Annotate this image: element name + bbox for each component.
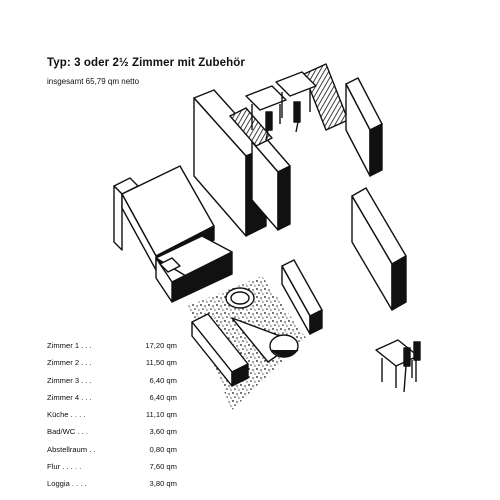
room-row: Küche . . . . 11,10 qm <box>47 406 177 423</box>
room-row: Zimmer 1 . . . 17,20 qm <box>47 337 177 354</box>
kitchen-table-pair <box>245 71 317 141</box>
room-label: Zimmer 3 . . . <box>47 375 92 385</box>
cabinet-narrow <box>251 135 291 231</box>
room-area: 7,60 qm <box>149 462 177 472</box>
cabinet-middle <box>281 259 323 335</box>
room-label: Zimmer 4 . . . <box>47 392 92 402</box>
room-area: 6,40 qm <box>149 392 177 402</box>
room-area: 6,40 qm <box>149 375 177 385</box>
page-title: Typ: 3 oder 2½ Zimmer mit Zubehör <box>47 57 245 69</box>
room-label: Küche . . . . <box>47 410 86 420</box>
room-area: 11,50 qm <box>145 358 177 368</box>
dining-set <box>375 339 421 393</box>
room-area-list: Zimmer 1 . . . 17,20 qm Zimmer 2 . . . 1… <box>47 337 177 493</box>
room-row: Zimmer 4 . . . 6,40 qm <box>47 389 177 406</box>
sideboard <box>191 313 249 387</box>
room-area: 11,10 qm <box>145 410 177 420</box>
room-area: 17,20 qm <box>145 341 177 350</box>
page-subtitle: insgesamt 65,79 qm netto <box>47 77 140 86</box>
room-row: Zimmer 3 . . . 6,40 qm <box>47 372 177 389</box>
armchair-top <box>225 287 255 309</box>
sofa <box>155 235 233 303</box>
room-area: 3,80 qm <box>149 479 177 489</box>
kitchen-floor-strip <box>229 107 273 147</box>
room-label: Abstellraum . . <box>47 444 96 454</box>
wardrobe-right <box>351 187 407 311</box>
room-label: Loggia . . . . <box>47 479 87 489</box>
room-area: 0,80 qm <box>149 444 177 454</box>
room-row: Abstellraum . . 0,80 qm <box>47 441 177 458</box>
room-row: Loggia . . . . 3,80 qm <box>47 475 177 492</box>
room-label: Zimmer 1 . . . <box>47 341 92 350</box>
room-row: Bad/WC . . . 3,60 qm <box>47 423 177 440</box>
armchair-bottom <box>269 334 299 358</box>
room-row: Flur . . . . . 7,60 qm <box>47 458 177 475</box>
room-label: Bad/WC . . . <box>47 427 88 437</box>
cabinet-upper-right <box>345 77 383 177</box>
room-label: Zimmer 2 . . . <box>47 358 92 368</box>
room-area: 3,60 qm <box>149 427 177 437</box>
rug <box>188 276 306 410</box>
room-row: Zimmer 2 . . . 11,50 qm <box>47 354 177 371</box>
room-label: Flur . . . . . <box>47 462 82 472</box>
